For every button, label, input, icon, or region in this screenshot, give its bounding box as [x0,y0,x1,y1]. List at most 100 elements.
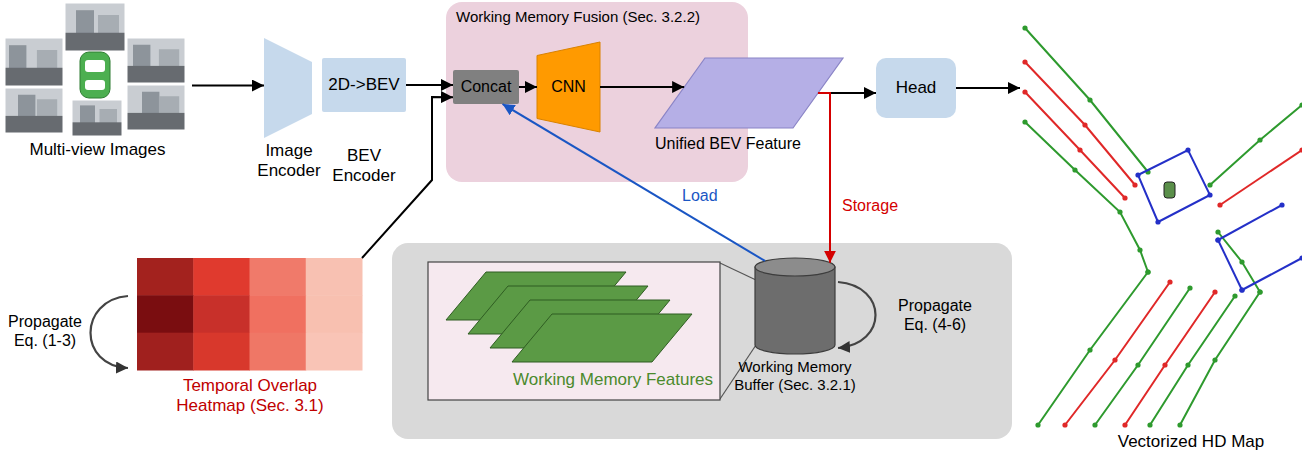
camera-sky [127,85,185,130]
map-polyline [1065,282,1170,425]
text-holder: CNN [537,42,600,132]
edge-label: Load [682,186,718,205]
text-holder: 2D->BEV [322,58,406,112]
camera-sky [65,3,125,51]
node-label: BEV Encoder [318,146,410,187]
map-polyline [1025,122,1148,272]
map-vertex [1239,287,1244,292]
map-vertex [1147,422,1152,427]
map-vertex [1132,182,1137,187]
map-vertex [1239,287,1244,292]
propagate-loop-arrow [91,296,129,368]
map-vertex [1122,422,1127,427]
node-label: Unified BEV Feature [655,134,801,153]
flow-arrow [192,85,264,87]
heatmap-cell [250,333,307,371]
heatmap-cell [306,258,363,296]
hd-map-illustration: Vectorized HD Map [1020,0,1302,463]
map-vertex [1082,122,1087,127]
map-polyline [1038,272,1148,425]
flow-arrow [406,84,453,86]
camera-sky [5,88,63,133]
trapezoid-fill [264,38,312,138]
camera-view [72,100,122,136]
ego-vehicle [1164,182,1175,198]
map-polyline [1220,150,1302,205]
map-vertex [1257,289,1262,294]
text-holder: Temporal Overlap Heatmap (Sec. 3.1) [169,376,331,417]
memory-plane [512,314,692,362]
node-label: Concat [461,77,512,96]
fusion-band: Working Memory Fusion (Sec. 3.2.2) Concat… [446,2,748,182]
map-polyline [1025,62,1135,185]
text-holder: Propagate Eq. (1-3) [5,312,85,350]
map-vertex [1257,137,1262,142]
map-vertex [1215,237,1220,242]
overlap-heatmap: Temporal Overlap Heatmap (Sec. 3.1) [137,258,362,428]
memory-band [392,243,1012,439]
map-vertex [1212,357,1217,362]
map-polyline [1210,105,1302,185]
map-vertex [1207,182,1212,187]
map-vertex [1137,247,1142,252]
heatmap-cell [250,258,307,296]
camera-road [5,68,63,86]
text-holder: Head [876,58,956,118]
node-label: Multi-view Images [29,140,165,160]
camera-building [18,95,35,118]
bev-feature-plane: Unified BEV Feature [655,58,845,158]
node-label: Head [896,78,937,98]
heatmap-cell [193,333,250,371]
feature-plane [655,58,843,128]
camera-road [65,33,125,51]
map-vertex [1232,293,1237,298]
heatmap-cell [306,333,363,371]
box-fill [876,58,956,118]
map-vertex [1117,209,1122,214]
camera-building [37,50,57,69]
map-vertex [1215,237,1220,242]
camera-frame [65,3,125,51]
map-vertex [1072,167,1077,172]
node-label: Vectorized HD Map [1118,432,1264,452]
map-vertex [1155,219,1160,224]
heatmap-cell [193,258,250,296]
node-label: CNN [551,77,586,96]
text-holder: Propagate Eq. (4-6) [893,296,977,334]
text-holder: Working Memory Fusion (Sec. 3.2.2) [456,7,741,26]
text-holder: Multi-view Images [0,140,195,160]
map-polyline [1025,28,1148,172]
text-holder: Image Encoder [250,141,328,182]
camera-road [5,116,63,133]
text-holder: Concat [453,70,519,104]
map-vertex [1092,422,1097,427]
map-vertex [1022,25,1027,30]
camera-building [37,99,57,117]
camera-frame [72,100,122,136]
map-vertex [1177,422,1182,427]
camera-building [98,15,119,34]
camera-view [127,85,185,130]
camera-view [5,88,63,133]
image-illustration: Multi-view Images [0,0,195,165]
equation-note: Propagate Eq. (1-3) [5,312,85,350]
propagate-loop-arrow [838,282,876,348]
map-vertex [1087,347,1092,352]
flow-arrow [956,87,1020,89]
map-vertex [1215,229,1220,234]
map-vertex [1022,119,1027,124]
hd-map-illustration-shape [1020,0,1302,425]
map-polyline [1150,296,1235,425]
memory-buffer-cylinder: Working Memory Buffer (Sec. 3.2.1) [730,258,860,403]
flow-arrow [818,93,830,263]
bev-feature-plane-shape [655,58,843,128]
map-crosswalk [1218,205,1282,240]
overlap-heatmap-shape [137,258,362,370]
text-holder: Storage [842,196,898,215]
heatmap-cell [193,295,250,333]
node-label: Working Memory Buffer (Sec. 3.2.1) [730,358,860,394]
camera-building [142,92,159,115]
map-vertex [1257,289,1262,294]
text-holder: Working Memory Buffer (Sec. 3.2.1) [730,358,860,394]
